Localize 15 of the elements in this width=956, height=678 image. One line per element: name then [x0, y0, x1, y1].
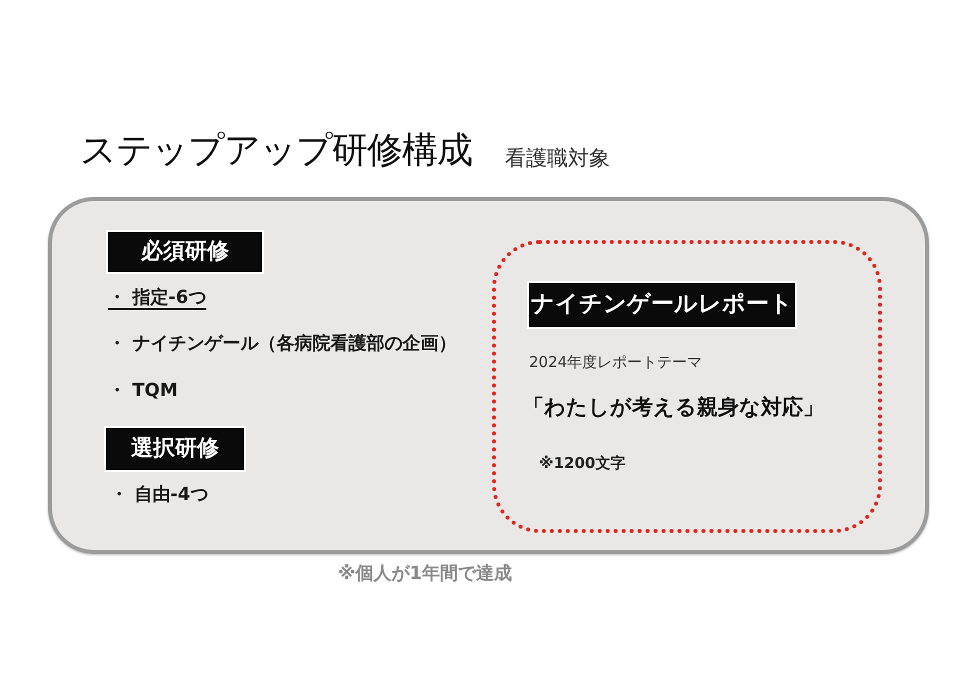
list-item: ・ ナイチンゲール（各病院看護部の企画）: [108, 333, 456, 355]
subtitle: 看護職対象: [505, 146, 610, 172]
footnote: ※個人が1年間で達成: [338, 563, 512, 585]
theme-caption: 2024年度レポートテーマ: [529, 353, 702, 371]
list-item: ・ 指定-6つ: [108, 287, 206, 309]
title: ステップアップ研修構成: [80, 129, 472, 172]
dotted-frame: [492, 240, 882, 533]
list-item: ・ 自由-4つ: [110, 484, 208, 506]
section-heading: 選択研修: [106, 428, 244, 470]
theme-title: 「わたしが考える親身な対応」: [523, 395, 824, 420]
length-note: ※1200文字: [539, 454, 626, 472]
section-heading: 必須研修: [108, 232, 262, 272]
rounded-panel: [48, 197, 929, 554]
list-item: ・ TQM: [108, 380, 178, 402]
section-heading: ナイチンゲールレポート: [529, 283, 795, 327]
